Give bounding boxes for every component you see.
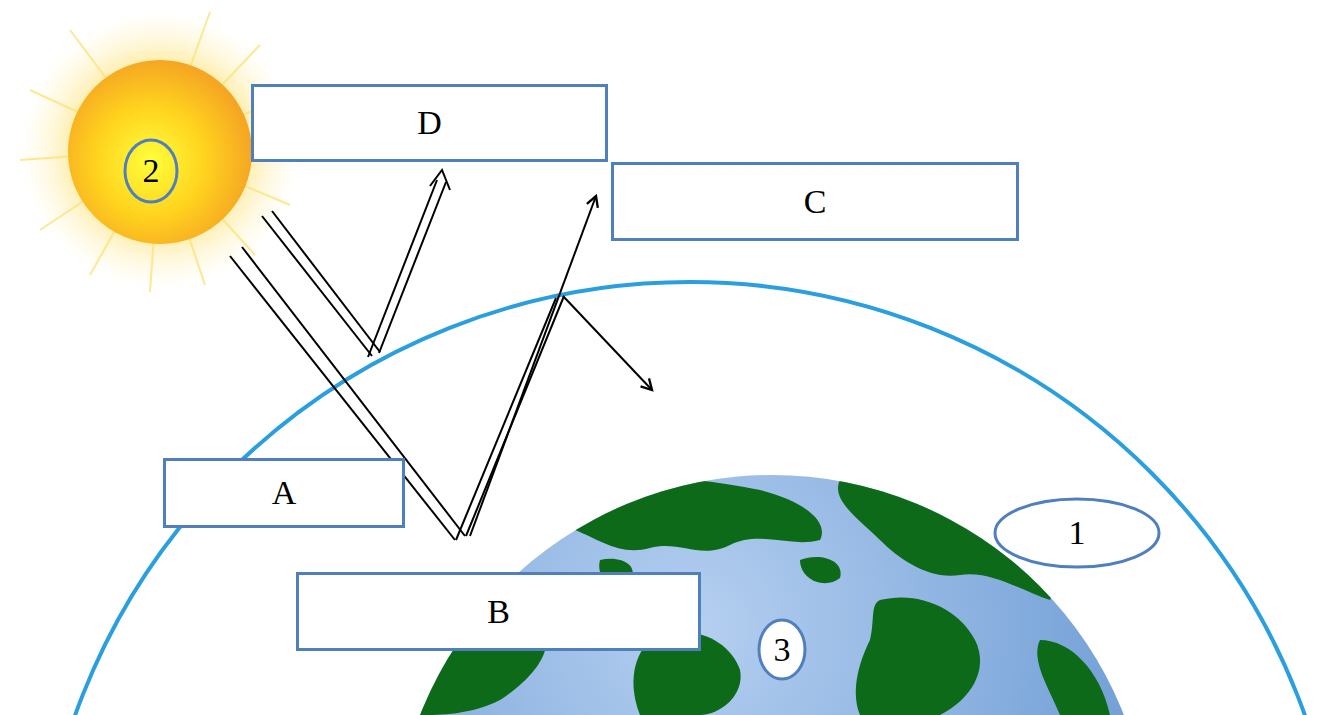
atmosphere-boundary — [37, 282, 1322, 715]
label-box: D — [251, 84, 608, 162]
box-label: D — [417, 104, 442, 141]
box-label: A — [272, 474, 297, 511]
callout-number: 1 — [1069, 514, 1086, 551]
label-box: A — [163, 458, 405, 528]
callout-number: 3 — [774, 631, 791, 668]
callout-number: 3 — [757, 618, 807, 681]
label-box: B — [296, 572, 701, 651]
callout-number: 2 — [123, 138, 179, 204]
callout-number: 1 — [993, 497, 1161, 569]
box-label: B — [487, 593, 510, 630]
label-box: C — [611, 162, 1019, 241]
callout-number: 2 — [143, 152, 160, 189]
radiation-arrows — [230, 170, 652, 540]
box-label: C — [804, 183, 827, 220]
